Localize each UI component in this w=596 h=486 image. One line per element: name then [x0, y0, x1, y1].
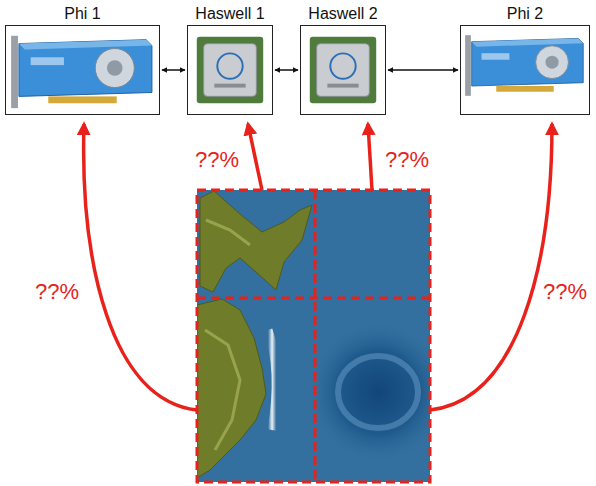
card-top	[472, 38, 584, 46]
chip-logo	[330, 53, 355, 78]
card-connector	[48, 96, 116, 103]
sea-map	[197, 190, 430, 482]
device-name: Haswell 1	[195, 5, 264, 23]
link-arrow	[162, 69, 185, 71]
device-name: Phi 1	[64, 5, 100, 23]
processor-chip	[197, 37, 263, 103]
coprocessor-card	[465, 35, 583, 96]
device-picture	[461, 26, 589, 114]
share-label: ??%	[543, 280, 587, 304]
card-top	[19, 40, 152, 50]
wave-front	[268, 330, 276, 430]
chip-substrate	[310, 37, 376, 103]
assign-arrow	[368, 124, 372, 190]
fan-hub	[107, 60, 123, 76]
processor-chip	[310, 37, 376, 103]
link-arrow	[275, 69, 298, 71]
card-logo	[31, 57, 64, 65]
chip-marking	[214, 84, 245, 88]
partition-line	[314, 190, 317, 482]
map-border	[197, 190, 430, 482]
card-connector	[496, 86, 553, 92]
chip-marking	[327, 84, 358, 88]
device-picture	[301, 26, 385, 114]
device-name: Haswell 2	[308, 5, 377, 23]
device-picture	[188, 26, 272, 114]
chip-substrate	[197, 37, 263, 103]
share-label: ??%	[195, 148, 239, 172]
chip-logo	[217, 53, 242, 78]
assign-arrow	[84, 124, 197, 410]
assign-arrow	[430, 124, 552, 410]
card-bracket	[11, 36, 18, 108]
card-logo	[482, 53, 510, 60]
coprocessor-box: Phi 2	[460, 25, 590, 115]
hokkaido	[200, 191, 312, 292]
processor-box: Haswell 1	[187, 25, 273, 115]
honshu	[197, 299, 266, 478]
terrain	[205, 220, 250, 450]
device-name: Phi 2	[507, 5, 543, 23]
card-body	[19, 40, 152, 97]
wave-eddy	[308, 322, 430, 462]
coprocessor-card	[11, 36, 152, 108]
share-label: ??%	[385, 148, 429, 172]
device-picture	[6, 26, 159, 114]
assign-arrow	[248, 124, 262, 190]
heat-spreader	[204, 44, 257, 97]
link-arrow	[388, 69, 458, 71]
card-fan	[95, 48, 134, 87]
coprocessor-box: Phi 1	[5, 25, 160, 115]
heat-spreader	[317, 44, 370, 97]
fan-hub	[546, 56, 559, 69]
card-bracket	[465, 35, 471, 96]
processor-box: Haswell 2	[300, 25, 386, 115]
share-label: ??%	[35, 280, 79, 304]
card-fan	[536, 46, 569, 79]
wave-ring	[338, 356, 418, 428]
card-body	[472, 38, 584, 86]
